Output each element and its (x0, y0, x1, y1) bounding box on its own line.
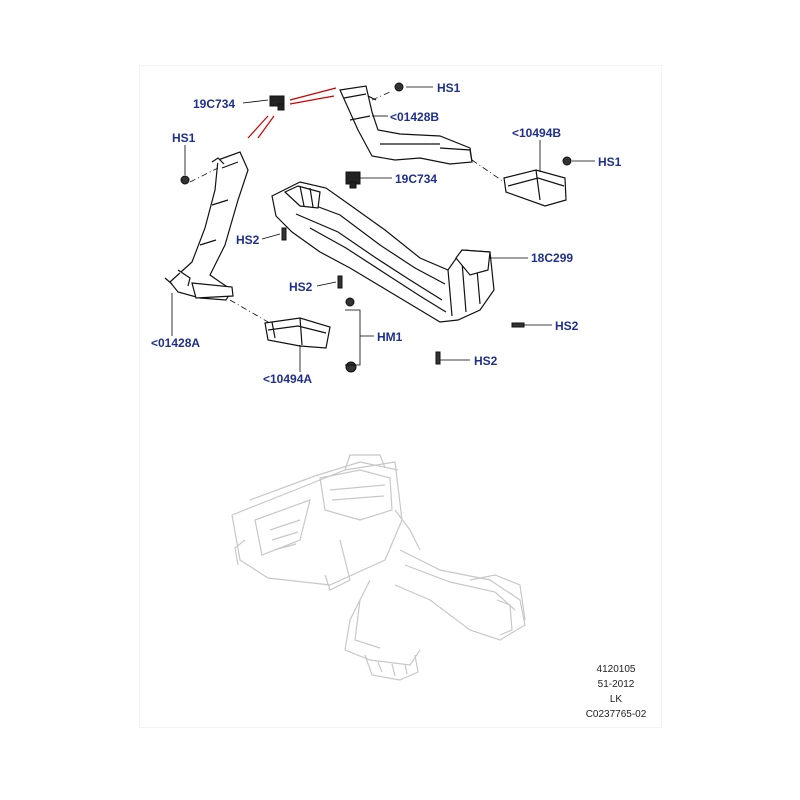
alignment-lines (189, 91, 505, 323)
footer-ref-2: 51-2012 (597, 679, 635, 690)
main-floor-duct (271, 181, 495, 323)
left-floor-outlet (264, 317, 331, 349)
highlight-arrows (247, 87, 337, 139)
callout-hs2-right: HS2 (555, 319, 579, 333)
callout-10494a: <10494A (263, 372, 313, 386)
callout-hs2-mid: HS2 (289, 280, 313, 294)
callout-01428a: <01428A (151, 336, 201, 350)
clip-19c734-mid (345, 171, 361, 189)
callout-hs2-bottom: HS2 (474, 354, 498, 368)
footer-ref-1: 4120105 (596, 664, 636, 675)
callout-hs1-left: HS1 (172, 131, 196, 145)
ghost-heater-assembly (231, 454, 526, 681)
footer-ref-3: LK (609, 694, 623, 705)
callout-hm1: HM1 (377, 330, 403, 344)
callout-hs1-right: HS1 (598, 155, 622, 169)
callout-19c734-left: 19C734 (193, 97, 236, 111)
callout-hs2-left: HS2 (236, 233, 260, 247)
footer-ref-4: C0237765-02 (585, 709, 647, 720)
fixings (180, 82, 572, 373)
callout-hs1-top: HS1 (437, 81, 461, 95)
clip-19c734-left (269, 95, 285, 111)
right-floor-outlet (503, 169, 567, 207)
right-rear-duct (339, 85, 473, 165)
leader-lines (171, 86, 595, 372)
callout-01428b: <01428B (390, 110, 440, 124)
left-rear-duct (164, 151, 249, 301)
callout-10494b: <10494B (512, 126, 562, 140)
callout-19c734-mid: 19C734 (395, 172, 438, 186)
callout-18c299: 18C299 (531, 251, 574, 265)
